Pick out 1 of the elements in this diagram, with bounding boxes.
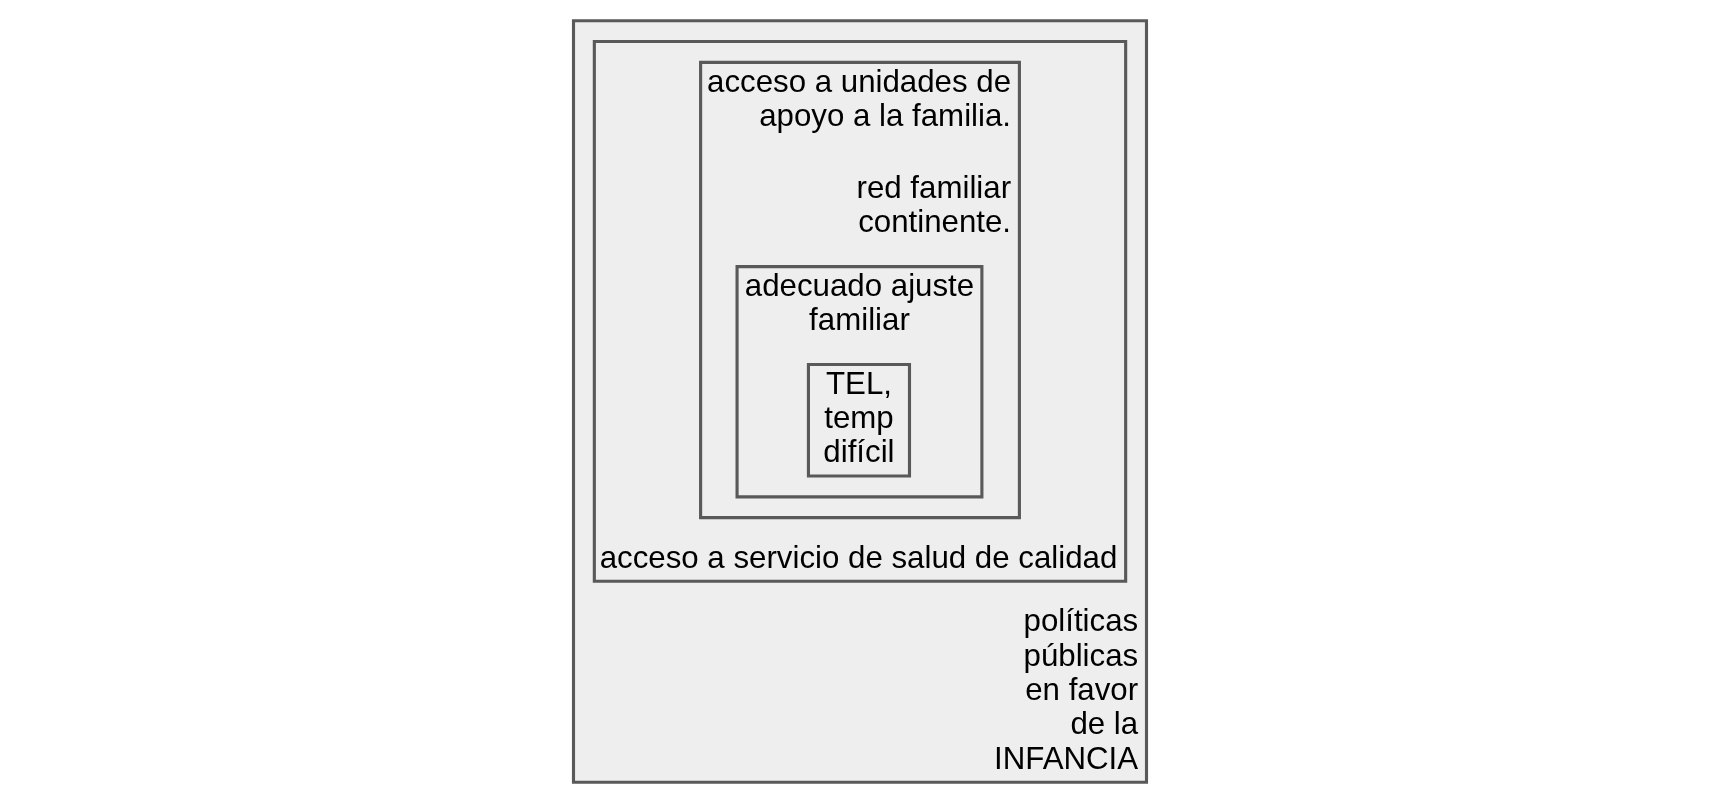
node-box: TEL, temp difícil xyxy=(806,362,912,478)
